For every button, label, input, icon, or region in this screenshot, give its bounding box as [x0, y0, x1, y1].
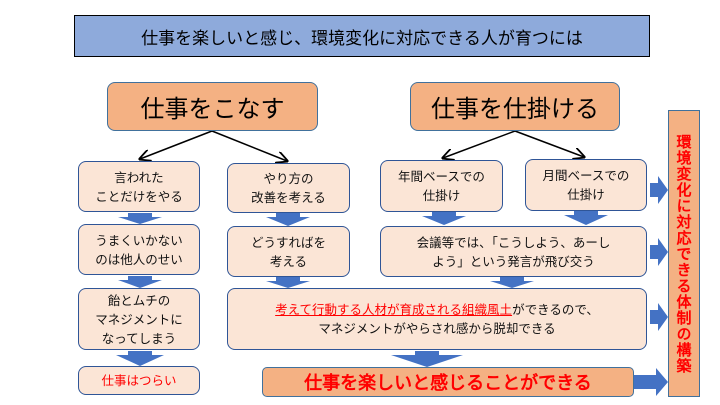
card-think-how: どうすればを 考える: [227, 226, 350, 277]
card-culture: 考えて行動する人材が育成される組織風土ができるので、 マネジメントがやらされ感か…: [227, 288, 647, 350]
culture-rest: ができるので、: [512, 302, 599, 317]
card-improve-method: やり方の 改善を考える: [227, 163, 350, 213]
card-told-only: 言われた ことだけをやる: [78, 161, 200, 212]
heading-shikakeru: 仕事を仕掛ける: [410, 82, 620, 131]
card-monthly: 月間ベースでの 仕掛け: [525, 159, 647, 211]
culture-line2: マネジメントがやらされ感から脱却できる: [318, 321, 556, 336]
vertical-goal-box: 環境変化に対応できる体制の構築: [668, 110, 700, 397]
culture-highlight: 考えて行動する人材が育成される組織風土: [275, 302, 513, 317]
card-carrot-stick: 飴とムチの マネジメントに なってしまう: [78, 288, 200, 350]
page-title: 仕事を楽しいと感じ、環境変化に対応できる人が育つには: [74, 15, 650, 57]
heading-konasu: 仕事をこなす: [107, 82, 318, 131]
card-blame-others: うまくいかない のは他人のせい: [78, 224, 200, 275]
result-box: 仕事を楽しいと感じることができる: [262, 367, 634, 397]
card-work-hard: 仕事はつらい: [78, 366, 200, 395]
card-meeting: 会議等では、「こうしよう、あーし よう」という発言が飛び交う: [380, 226, 647, 277]
card-annual: 年間ベースでの 仕掛け: [380, 160, 503, 212]
